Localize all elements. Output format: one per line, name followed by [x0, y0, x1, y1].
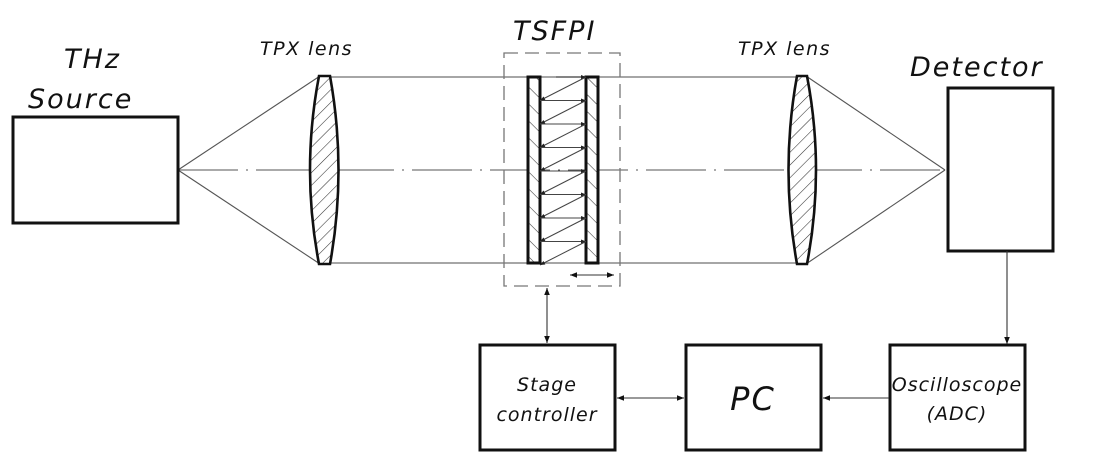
- tpx-lens-left: TPX lens: [260, 38, 353, 266]
- stage-controller: Stage controller: [478, 343, 617, 452]
- source-beam: [177, 75, 321, 265]
- tsfpi: TSFPI: [503, 16, 621, 287]
- stage-label-line2: controller: [496, 404, 597, 426]
- multiple-reflections: [539, 75, 587, 266]
- reflected-ray: [539, 170, 587, 195]
- oscilloscope: Oscilloscope (ADC): [888, 343, 1027, 452]
- source-label-line1: THz: [64, 44, 121, 75]
- tsfpi-label: TSFPI: [513, 16, 596, 47]
- lens-right-label: TPX lens: [738, 38, 831, 60]
- reflected-ray: [539, 100, 587, 125]
- stage-label-line1: Stage: [517, 374, 577, 396]
- pc-label: PC: [730, 380, 776, 418]
- tsfpi-enclosure: [503, 52, 621, 287]
- reflected-ray: [539, 76, 587, 101]
- detector-label: Detector: [910, 52, 1044, 83]
- osc-label-line2: (ADC): [927, 403, 988, 425]
- fixed-mirror: [526, 75, 542, 265]
- reflected-ray: [539, 147, 587, 172]
- thz-source: THz Source: [11, 44, 180, 225]
- tpx-lens-right: TPX lens: [738, 38, 831, 266]
- lens-left-label: TPX lens: [260, 38, 353, 60]
- osc-label-line1: Oscilloscope: [892, 374, 1022, 396]
- pc: PC: [684, 343, 823, 452]
- movable-mirror: [584, 75, 600, 265]
- reflected-ray: [539, 194, 587, 219]
- reflected-ray: [539, 217, 587, 242]
- detector-beam: [805, 75, 946, 265]
- detector: Detector: [910, 52, 1055, 253]
- reflected-ray: [539, 123, 587, 148]
- source-label-line2: Source: [28, 84, 133, 115]
- reflected-ray: [539, 241, 587, 266]
